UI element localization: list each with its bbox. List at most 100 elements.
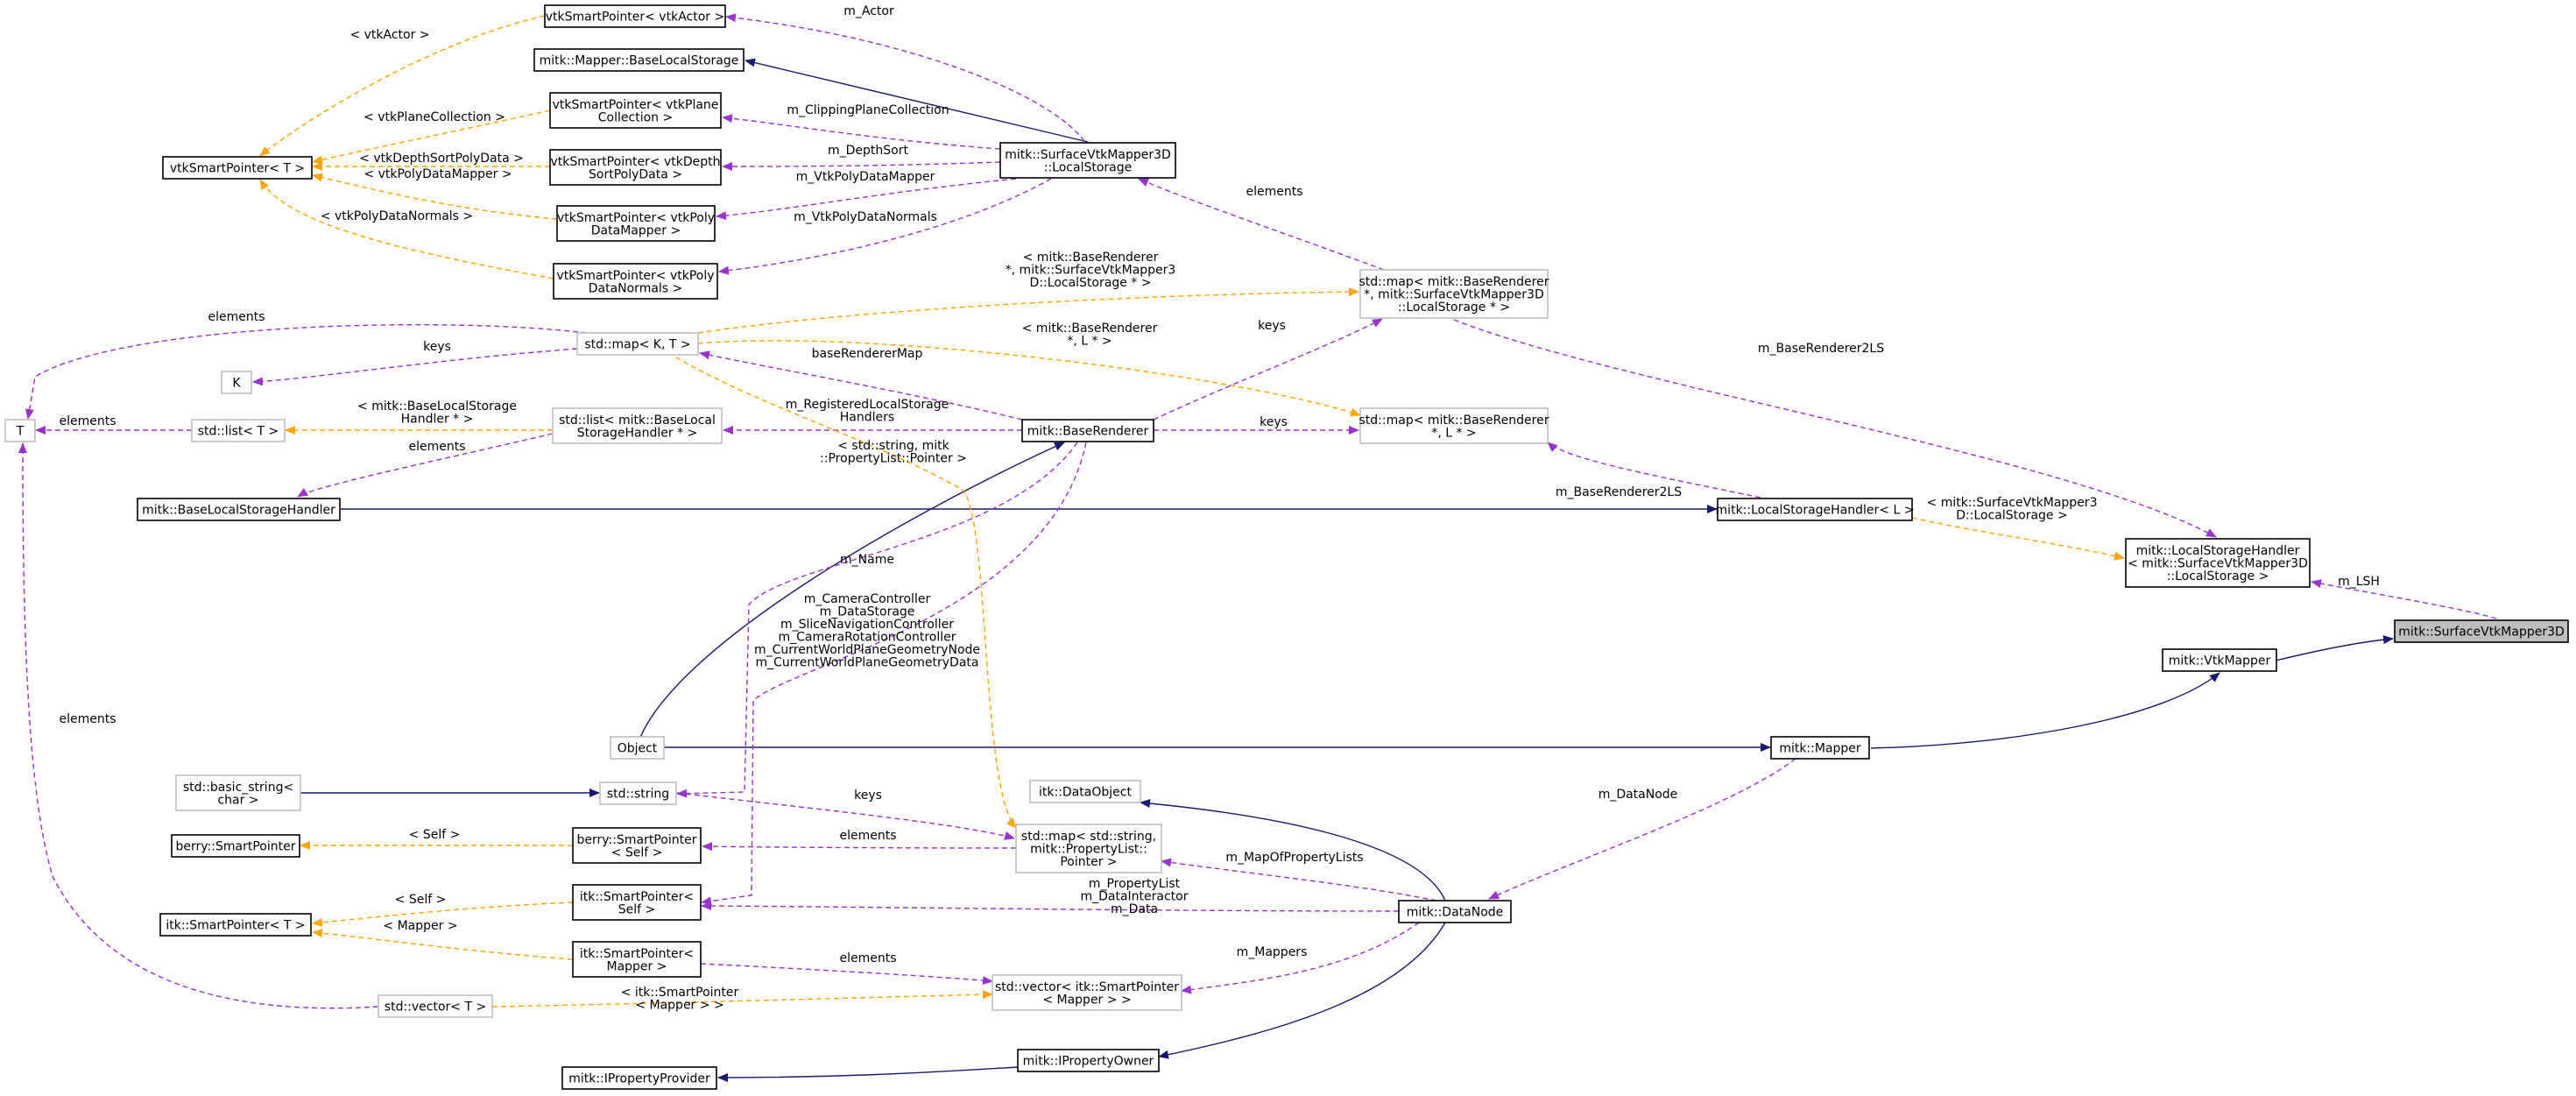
- class-node-itkSPSelf[interactable]: itk::SmartPointer<Self >: [572, 884, 702, 921]
- class-node-box: [1029, 780, 1141, 803]
- class-node-vectorT: std::vector< T >: [378, 994, 493, 1018]
- class-node-label: mitk::IPropertyProvider: [568, 1072, 710, 1086]
- edge-label-mapKT-to-baseRenderer: baseRendererMap: [812, 347, 923, 361]
- class-node-label: mitk::LocalStorageHandler< mitk::Surface…: [2128, 544, 2308, 583]
- class-node-box: [1017, 1049, 1160, 1072]
- class-node-box: [549, 149, 722, 186]
- edge-template-itkSPT-to-itkSPSelf: [312, 902, 574, 927]
- edge-usage-vectorItkMapper-to-dataNode: [1181, 922, 1420, 994]
- class-node-basicString: std::basic_string<char >: [175, 774, 301, 811]
- class-node-box: [533, 48, 745, 72]
- class-node-box: [159, 913, 312, 937]
- edge-usage-baseLocalStorageHandler-to-listBLS: [297, 433, 554, 498]
- edge-usage-surfLocalStorage-to-mapSurfLS: [1138, 178, 1385, 271]
- edge-label-baseRenderer-to-mapSurfLS: keys: [1258, 319, 1286, 333]
- edge-label-itkSPMapper-to-vectorItkMapper: elements: [839, 951, 896, 965]
- edge-label-itkSPT-to-itkSPSelf: < Self >: [395, 893, 447, 907]
- class-node-baseRenderer[interactable]: mitk::BaseRenderer: [1021, 419, 1154, 442]
- class-node-itkSPT[interactable]: itk::SmartPointer< T >: [159, 913, 312, 937]
- class-node-box: [561, 1066, 717, 1090]
- edge-label-K-to-mapKT: keys: [423, 340, 451, 354]
- edge-label-vtkSPDepth-to-surfLocalStorage: m_DepthSort: [828, 144, 908, 158]
- class-node-label: std::map< mitk::BaseRenderer*, mitk::Sur…: [1359, 275, 1549, 315]
- class-node-surfLocalStorage[interactable]: mitk::SurfaceVtkMapper3D::LocalStorage: [999, 142, 1176, 179]
- class-node-object: Object: [610, 736, 665, 760]
- class-node-box: [599, 781, 677, 805]
- class-node-box: [191, 419, 286, 442]
- class-node-K: K: [221, 371, 252, 394]
- edge-label-baseLocalStorageHandler-to-listBLS: elements: [408, 440, 465, 454]
- class-node-label: mitk::SurfaceVtkMapper3D: [2398, 626, 2565, 640]
- edge-inheritance-iPropertyOwner-to-dataNode: [1158, 922, 1446, 1059]
- class-node-box: [2125, 538, 2311, 588]
- class-node-lshLocal[interactable]: mitk::LocalStorageHandler< mitk::Surface…: [2125, 538, 2311, 588]
- class-node-baseLocalStorageHandler[interactable]: mitk::BaseLocalStorageHandler: [137, 498, 341, 521]
- edge-usage-lshLocal-to-surfaceVtkMapper3D: [2311, 579, 2497, 619]
- class-node-surfaceVtkMapper3D[interactable]: mitk::SurfaceVtkMapper3D: [2394, 619, 2569, 643]
- class-node-berrySP[interactable]: berry::SmartPointer: [171, 834, 300, 858]
- class-node-box: [610, 736, 665, 760]
- class-node-mapKT: std::map< K, T >: [576, 332, 699, 356]
- class-node-dataNode[interactable]: mitk::DataNode: [1398, 900, 1512, 923]
- edge-label-itkSPT-to-itkSPMapper: < Mapper >: [383, 919, 457, 933]
- edge-label-vtkSPT-to-vtkSPPlane: < vtkPlaneCollection >: [363, 110, 505, 124]
- class-node-berrySPSelf[interactable]: berry::SmartPointer< Self >: [572, 827, 702, 864]
- class-node-label: std::basic_string<char >: [183, 781, 293, 808]
- class-node-label: vtkSmartPointer< T >: [170, 162, 305, 176]
- edge-label-surfLocalStorage-to-mapSurfLS: elements: [1246, 185, 1302, 199]
- edge-usage-baseRenderer-to-mapSurfLS: [1153, 318, 1383, 421]
- class-node-label: mitk::BaseLocalStorageHandler: [142, 504, 335, 518]
- class-node-vtkSPActor[interactable]: vtkSmartPointer< vtkActor >: [544, 4, 726, 28]
- class-node-mapBRL: std::map< mitk::BaseRenderer*, L * >: [1359, 407, 1549, 444]
- edge-inheritance-baseLocalStorage-to-surfLocalStorage: [745, 58, 1089, 143]
- edge-template-vtkSPT-to-vtkSPNormals: [259, 179, 554, 279]
- class-node-T: T: [4, 419, 36, 442]
- class-node-label: mitk::BaseRenderer: [1027, 425, 1149, 439]
- edge-usage-vtkSPMapper-to-surfLocalStorage: [716, 178, 1017, 221]
- class-node-mapper[interactable]: mitk::Mapper: [1770, 736, 1870, 760]
- edge-usage-itkSPMapper-to-vectorItkMapper: [700, 963, 993, 986]
- class-node-label: std::string: [607, 788, 669, 802]
- class-node-box: [171, 834, 300, 858]
- class-node-itkSPMapper[interactable]: itk::SmartPointer<Mapper >: [572, 941, 702, 978]
- class-node-label: T: [16, 425, 25, 439]
- class-node-vtkMapper[interactable]: mitk::VtkMapper: [2162, 648, 2277, 672]
- class-node-localStorageHandlerL[interactable]: mitk::LocalStorageHandler< L >: [1716, 498, 1915, 521]
- class-node-box: [175, 774, 301, 811]
- class-node-box: [576, 332, 699, 356]
- edge-label-vtkSPPlane-to-surfLocalStorage: m_ClippingPlaneCollection: [787, 103, 949, 117]
- edge-label-T-to-listT: elements: [59, 414, 116, 428]
- edge-label-stdString-to-mapStringProp: keys: [854, 788, 882, 803]
- class-node-label: K: [232, 377, 241, 391]
- class-node-iPropertyOwner[interactable]: mitk::IPropertyOwner: [1017, 1049, 1160, 1072]
- edge-usage-vtkSPActor-to-surfLocalStorage: [725, 13, 1085, 142]
- edge-usage-stdString-to-mapStringProp: [676, 792, 1015, 840]
- class-node-box: [556, 205, 716, 242]
- edge-label-mapKT-to-mapSurfLS: < mitk::BaseRenderer*, mitk::SurfaceVtkM…: [1006, 251, 1176, 290]
- class-node-box: [1359, 269, 1549, 319]
- class-node-label: itk::SmartPointer< T >: [166, 919, 305, 933]
- edge-usage-stdString-to-baseRenderer: [676, 442, 1078, 798]
- edge-label-dataNode-to-mapper: m_DataNode: [1599, 788, 1678, 802]
- class-node-mapStringProp: std::map< std::string,mitk::PropertyList…: [1015, 824, 1162, 873]
- edge-label-berrySPSelf-to-mapStringProp: elements: [839, 829, 896, 843]
- class-node-box: [1770, 736, 1870, 760]
- class-node-box: [162, 156, 313, 180]
- edge-label-stdString-to-baseRenderer: m_Name: [840, 553, 894, 567]
- class-node-iPropertyProvider[interactable]: mitk::IPropertyProvider: [561, 1066, 717, 1090]
- edge-label-vtkSPT-to-vtkSPDepth: < vtkDepthSortPolyData >: [359, 152, 524, 166]
- class-node-baseLocalStorage[interactable]: mitk::Mapper::BaseLocalStorage: [533, 48, 745, 72]
- class-node-vtkSPT[interactable]: vtkSmartPointer< T >: [162, 156, 313, 180]
